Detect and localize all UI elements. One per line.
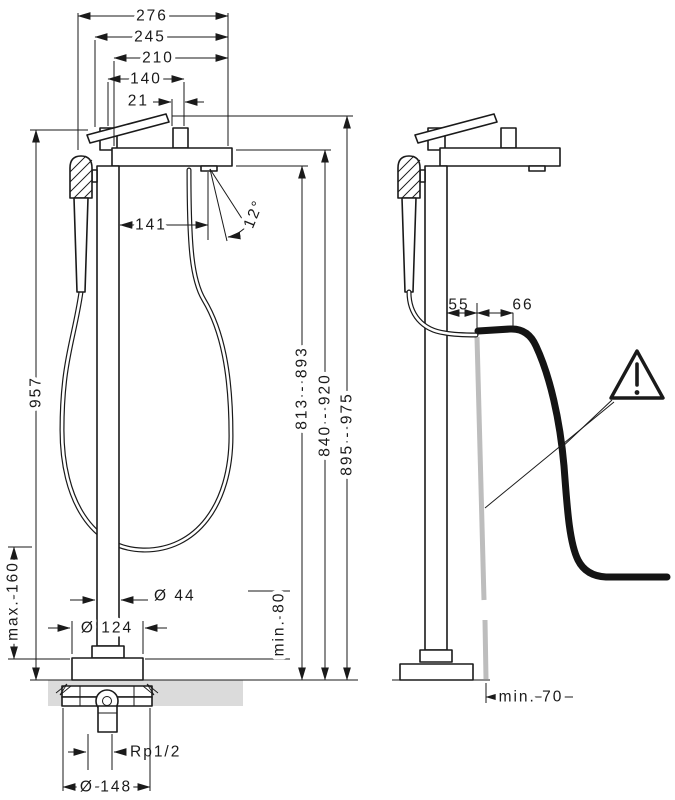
front-view: 276 245 210 140 21 141 xyxy=(1,4,360,800)
dim-55: 55 xyxy=(446,297,478,333)
spout-top-piece xyxy=(172,127,189,149)
dim-245: 245 xyxy=(94,25,229,127)
dim-210: 210 xyxy=(113,46,229,146)
dim-dia124-label: Ø 124 xyxy=(81,620,133,637)
dim-angle-12: 12° xyxy=(209,168,271,242)
dim-21-label: 21 xyxy=(128,93,149,110)
lever-handle xyxy=(86,113,170,144)
base-step xyxy=(91,645,125,659)
handshower-head xyxy=(69,155,93,199)
side-view: 55 66 min. 70 xyxy=(392,113,671,710)
escutcheon xyxy=(71,657,144,681)
dim-66: 66 xyxy=(476,293,536,330)
dim-angle-label: 12° xyxy=(241,197,268,231)
floor-mounting-set xyxy=(55,683,159,733)
dim-dia-148: Ø 148 xyxy=(62,708,151,800)
dim-rp12-label: Rp1/2 xyxy=(130,744,181,761)
dim-276-label: 276 xyxy=(136,8,168,25)
dim-rp12: Rp1/2 xyxy=(68,734,183,770)
riser-column xyxy=(424,165,448,651)
hose-hanging-position xyxy=(474,336,489,680)
dim-min70-label: min. 70 xyxy=(499,689,564,706)
handshower-grip xyxy=(401,197,417,293)
dim-dia44-label: Ø 44 xyxy=(154,588,196,605)
hose-swing-range xyxy=(474,325,671,581)
dim-140: 140 xyxy=(107,67,185,126)
base-step xyxy=(419,649,453,663)
warning-leader-2 xyxy=(484,401,615,509)
dim-55-label: 55 xyxy=(448,297,469,314)
side-fixture-body xyxy=(397,113,561,681)
dim-min-80: min. 80 xyxy=(145,588,292,660)
handshower-hose-stub xyxy=(406,289,479,338)
break-mark-right xyxy=(142,683,159,696)
dim-66-label: 66 xyxy=(512,297,533,314)
dim-210-label: 210 xyxy=(142,50,174,67)
dim-min80-label: min. 80 xyxy=(271,592,288,657)
dim-21: 21 xyxy=(124,89,204,126)
front-fixture-body xyxy=(69,113,233,681)
break-mark-left xyxy=(55,683,72,696)
spout-top-piece xyxy=(500,127,517,149)
handshower-hatching xyxy=(397,155,421,199)
dim-141-label: 141 xyxy=(135,217,167,234)
dim-813-label: 813 - 893 xyxy=(294,346,311,430)
dim-dia-124: Ø 124 xyxy=(48,616,167,654)
dim-957-label: 957 xyxy=(28,376,45,408)
handshower-head xyxy=(397,155,421,199)
dim-813-893: 813 - 893 xyxy=(236,165,315,681)
dim-dia-44: Ø 44 xyxy=(70,584,198,609)
dim-dia148-label: Ø 148 xyxy=(80,779,132,796)
dim-957: 957 xyxy=(24,129,88,681)
dim-840-920: 840 - 920 xyxy=(236,149,338,681)
dim-max160-label: max. 160 xyxy=(5,561,22,641)
dim-min-70: min. 70 xyxy=(485,683,573,710)
shower-hose-loop xyxy=(59,167,234,553)
dim-245-label: 245 xyxy=(134,29,166,46)
supply-pipe xyxy=(97,705,118,733)
riser-column xyxy=(96,165,120,647)
dim-840-label: 840 - 920 xyxy=(317,373,334,457)
warning-exclamation-dot xyxy=(634,390,640,395)
spout xyxy=(111,147,233,167)
spout xyxy=(439,147,561,167)
dim-895-975: 895 - 975 xyxy=(172,115,360,681)
dim-140-label: 140 xyxy=(130,71,162,88)
aerator xyxy=(528,165,546,172)
dim-895-label: 895 - 975 xyxy=(339,392,356,476)
dim-141: 141 xyxy=(119,172,209,240)
aerator xyxy=(200,165,218,172)
base-plate xyxy=(399,663,474,681)
warning-note xyxy=(484,349,665,509)
handshower-grip xyxy=(73,197,89,293)
dim-max-160: max. 160 xyxy=(1,546,70,660)
dim-276: 276 xyxy=(77,4,229,150)
lever-handle xyxy=(414,113,498,144)
handshower-hatching xyxy=(69,155,93,199)
